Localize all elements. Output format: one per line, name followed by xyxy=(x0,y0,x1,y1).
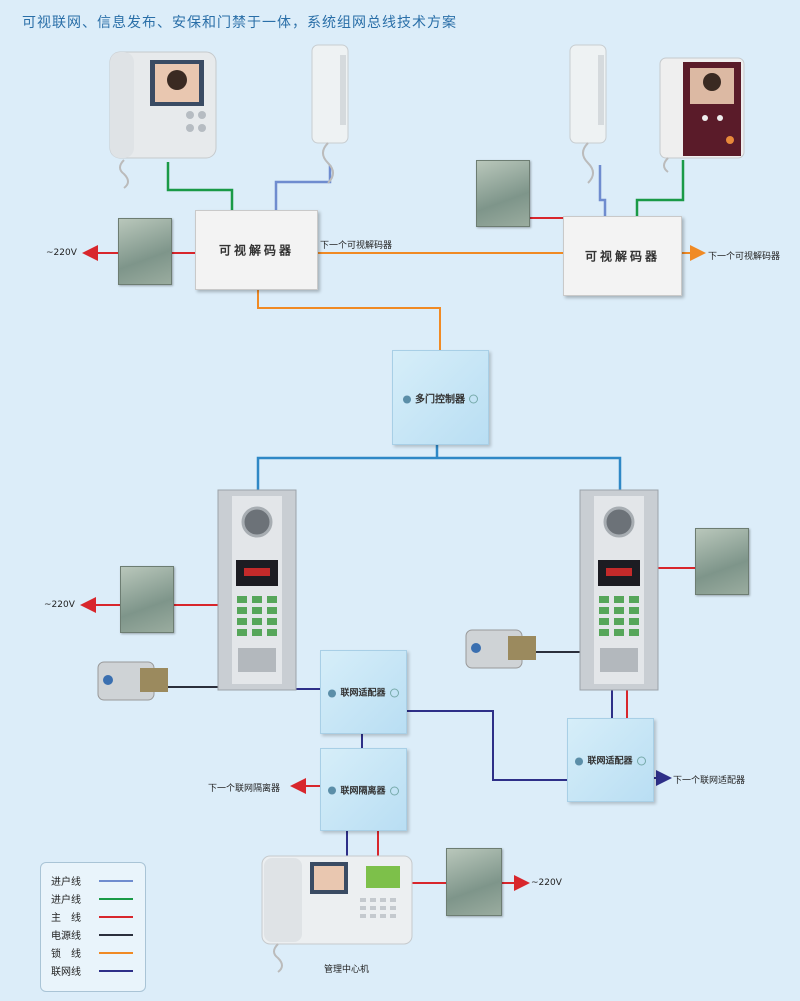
legend-label: 主 线 xyxy=(51,913,81,924)
isolator-dot-icon xyxy=(328,786,337,795)
adapter-left-ring-icon xyxy=(389,688,399,698)
power-supply-icon xyxy=(695,528,749,595)
next-isolator-label: 下一个联网隔离器 xyxy=(208,784,281,794)
adapter-right-ring-icon xyxy=(636,756,646,766)
network-isolator-label: 联网隔离器 xyxy=(340,786,386,796)
video-monitor-icon xyxy=(659,57,745,173)
power-supply-icon xyxy=(476,160,530,227)
network-adapter-right-label: 联网适配器 xyxy=(587,756,633,767)
power-supply-icon xyxy=(120,566,174,633)
network-isolator: 联网隔离器 xyxy=(320,748,407,831)
decoder-left: 可视解码器 xyxy=(195,210,318,290)
handset-icon xyxy=(569,44,607,184)
ac-label-bottom: ~220V xyxy=(531,878,562,888)
adapter-right-dot-icon xyxy=(575,757,584,765)
isolator-ring-icon xyxy=(389,786,399,795)
management-center-label: 管理中心机 xyxy=(324,965,370,975)
door-panel-icon xyxy=(217,489,297,691)
wire-green-right xyxy=(635,160,685,216)
network-adapter-right: 联网适配器 xyxy=(567,718,654,802)
video-monitor-icon xyxy=(109,51,217,189)
legend-label: 进户线 xyxy=(51,877,81,888)
page-title: 可视联网、信息发布、安保和门禁于一体，系统组网总线技术方案 xyxy=(22,15,457,31)
power-supply-icon xyxy=(446,848,502,916)
multi-door-controller: 多门控制器 xyxy=(392,350,489,445)
ac-label-mid: ~220V xyxy=(44,600,75,610)
legend-swatch xyxy=(99,898,133,900)
adapter-left-dot-icon xyxy=(328,689,337,697)
legend-swatch xyxy=(99,880,133,882)
controller-dot-icon xyxy=(403,395,411,403)
legend-swatch xyxy=(99,934,133,936)
wire-blue-left xyxy=(274,165,332,210)
electric-lock-icon xyxy=(97,661,168,701)
legend-swatch xyxy=(99,952,133,954)
next-adapter-label: 下一个联网适配器 xyxy=(673,776,746,786)
wire-orange-down xyxy=(257,288,441,350)
management-console-icon xyxy=(261,855,413,973)
ac-label-top: ~220V xyxy=(46,248,77,258)
legend-label: 联网线 xyxy=(51,967,81,978)
multi-door-controller-label: 多门控制器 xyxy=(415,394,465,405)
wire-navy-link xyxy=(405,710,567,781)
legend-label: 电源线 xyxy=(51,931,81,942)
wire-blue-right xyxy=(598,165,607,216)
wire-blue-controller xyxy=(256,443,622,490)
legend-label: 进户线 xyxy=(51,895,81,906)
legend-label: 锁 线 xyxy=(51,949,81,960)
next-decoder-mid-label: 下一个可视解码器 xyxy=(320,241,393,251)
next-decoder-right-label: 下一个可视解码器 xyxy=(708,252,781,262)
legend-swatch xyxy=(99,970,133,972)
decoder-left-label: 可视解码器 xyxy=(218,243,294,258)
wire-green-left xyxy=(166,162,234,210)
network-adapter-left: 联网适配器 xyxy=(320,650,407,734)
controller-ring-icon xyxy=(469,394,478,404)
power-supply-icon xyxy=(118,218,172,285)
legend: 进户线 进户线 主 线 电源线 锁 线 联网线 xyxy=(40,862,146,992)
handset-icon xyxy=(311,44,349,184)
decoder-right-label: 可视解码器 xyxy=(584,249,660,264)
legend-swatch xyxy=(99,916,133,918)
decoder-right: 可视解码器 xyxy=(563,216,682,296)
network-adapter-left-label: 联网适配器 xyxy=(340,688,386,699)
door-panel-icon xyxy=(579,489,659,691)
electric-lock-icon xyxy=(465,629,536,669)
